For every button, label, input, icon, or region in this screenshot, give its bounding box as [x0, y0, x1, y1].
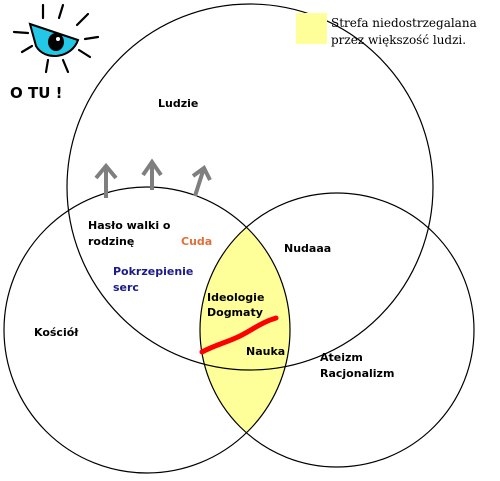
- label-ateizm: Ateizm: [320, 351, 363, 364]
- label-ludzie: Ludzie: [158, 97, 199, 110]
- label-racjonalizm: Racjonalizm: [320, 367, 395, 380]
- eye-icon: [12, 3, 100, 74]
- label-cuda: Cuda: [181, 235, 213, 248]
- label-pokrzepienie-2: serc: [113, 281, 139, 294]
- label-ideologie: Ideologie: [207, 291, 265, 304]
- legend-line-2: przez większość ludzi.: [331, 33, 467, 47]
- red-underline: [199, 315, 279, 355]
- label-haslo-1: Hasło walki o: [88, 219, 171, 232]
- label-dogmaty: Dogmaty: [207, 306, 263, 319]
- legend-line-1: Strefa niedostrzegalana: [331, 16, 477, 30]
- circle-ludzie: [66, 3, 434, 371]
- eye-caption: O TU !: [10, 84, 63, 102]
- up-arrow-icon: [141, 158, 163, 190]
- label-nauka: Nauka: [246, 345, 286, 358]
- up-arrow-icon: [191, 164, 212, 197]
- circle-kosciol: [3, 186, 291, 474]
- label-pokrzepienie-1: Pokrzepienie: [113, 265, 194, 278]
- label-nudaaa: Nudaaa: [284, 242, 332, 255]
- legend-swatch: [296, 13, 327, 44]
- circle-ateizm: [199, 192, 475, 468]
- label-kosciol: Kościół: [34, 326, 79, 339]
- up-arrow-icon: [94, 162, 118, 198]
- label-haslo-2: rodzinę: [88, 235, 135, 248]
